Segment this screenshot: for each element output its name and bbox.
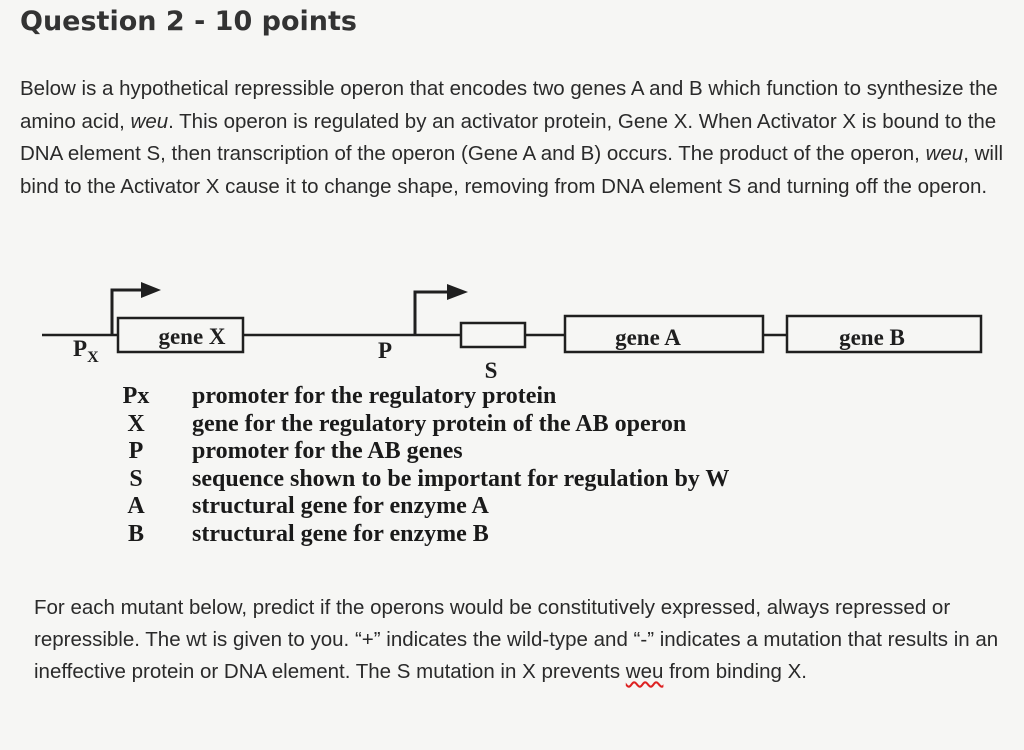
instructions-paragraph: For each mutant below, predict if the op… xyxy=(34,592,1019,688)
legend-description: structural gene for enzyme A xyxy=(192,493,489,519)
instructions-text-2: from binding X. xyxy=(663,660,807,683)
px-promoter-arrow xyxy=(110,282,161,336)
diagram-legend: Px promoter for the regulatory protein X… xyxy=(110,383,730,549)
legend-description: promoter for the AB genes xyxy=(192,438,463,464)
gene-b-box xyxy=(785,314,983,354)
legend-description: sequence shown to be important for regul… xyxy=(192,465,730,492)
px-label: PX xyxy=(73,336,99,366)
legend-row: S sequence shown to be important for reg… xyxy=(110,466,729,494)
p-label: P xyxy=(378,338,392,363)
weu-term-spellcheck: weu xyxy=(625,660,664,683)
legend-description: structural gene for enzyme B xyxy=(192,520,489,547)
legend-symbol: S xyxy=(129,465,143,492)
weu-term: weu xyxy=(130,109,169,133)
legend-symbol: B xyxy=(127,520,144,547)
intro-text-2: . This operon is regulated by an activat… xyxy=(20,109,997,166)
legend-symbol: Px xyxy=(122,383,150,409)
instructions-text-1: For each mutant below, predict if the op… xyxy=(34,596,999,683)
question-title: Question 2 - 10 points xyxy=(20,6,357,37)
intro-text-3: , will bind to the Activator X cause it … xyxy=(20,142,1004,198)
legend-row: P promoter for the AB genes xyxy=(110,438,729,466)
operon-diagram: gene X PX P S gene A gene B xyxy=(42,282,983,380)
gene-a-box xyxy=(563,314,765,354)
intro-text-1: Below is a hypothetical repressible oper… xyxy=(20,77,998,133)
legend-description: gene for the regulatory protein of the A… xyxy=(192,410,687,437)
gene-a-label: gene A xyxy=(615,325,681,350)
intro-paragraph: Below is a hypothetical repressible oper… xyxy=(20,73,1020,203)
legend-symbol: A xyxy=(127,493,145,519)
gene-x-label: gene X xyxy=(158,324,225,349)
p-promoter-arrow xyxy=(413,284,468,336)
legend-symbol: P xyxy=(128,438,144,464)
s-label: S xyxy=(485,358,498,380)
legend-row: X gene for the regulatory protein of the… xyxy=(110,411,729,439)
legend-symbol: X xyxy=(127,410,145,437)
legend-description: promoter for the regulatory protein xyxy=(192,383,557,409)
legend-row: Px promoter for the regulatory protein xyxy=(110,383,729,411)
weu-term: weu xyxy=(925,142,964,165)
legend-row: A structural gene for enzyme A xyxy=(110,493,729,521)
s-element-box xyxy=(459,321,527,349)
legend-row: B structural gene for enzyme B xyxy=(110,521,729,549)
gene-b-label: gene B xyxy=(839,325,905,350)
gene-x-box xyxy=(116,316,245,354)
